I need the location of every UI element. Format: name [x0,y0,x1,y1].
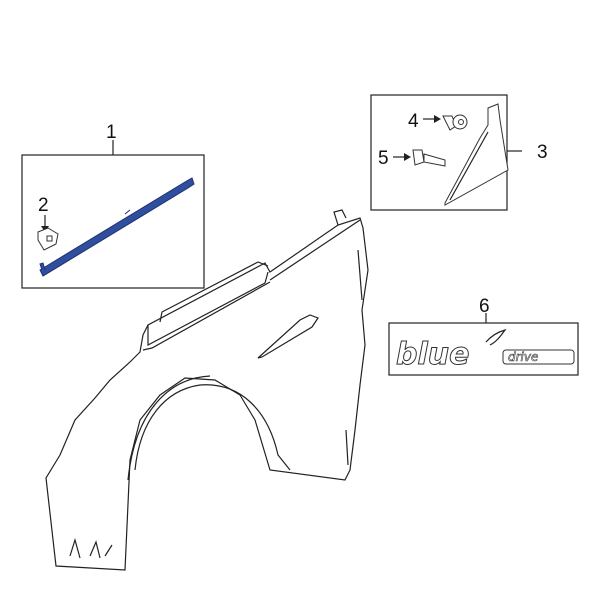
mirror-cover-part [444,103,509,206]
emblem-text-main: blue [396,337,469,372]
bolt-part-5 [393,149,446,167]
emblem-text-sub: drive [508,350,538,364]
clip-part-4 [423,114,468,131]
callout-label-6: 6 [479,296,490,317]
clip-part-2 [37,215,59,251]
blue-drive-emblem: blue drive [396,328,575,373]
callout-label-5: 5 [378,148,389,169]
callout-label-2: 2 [38,195,49,216]
fender-molding-part [39,177,195,277]
callout-label-3: 3 [537,142,548,163]
callout-box-3 [370,94,508,211]
callout-label-4: 4 [408,111,419,132]
callout-box-6 [388,322,579,376]
fender-panel [45,209,369,571]
callout-label-1: 1 [106,122,117,143]
